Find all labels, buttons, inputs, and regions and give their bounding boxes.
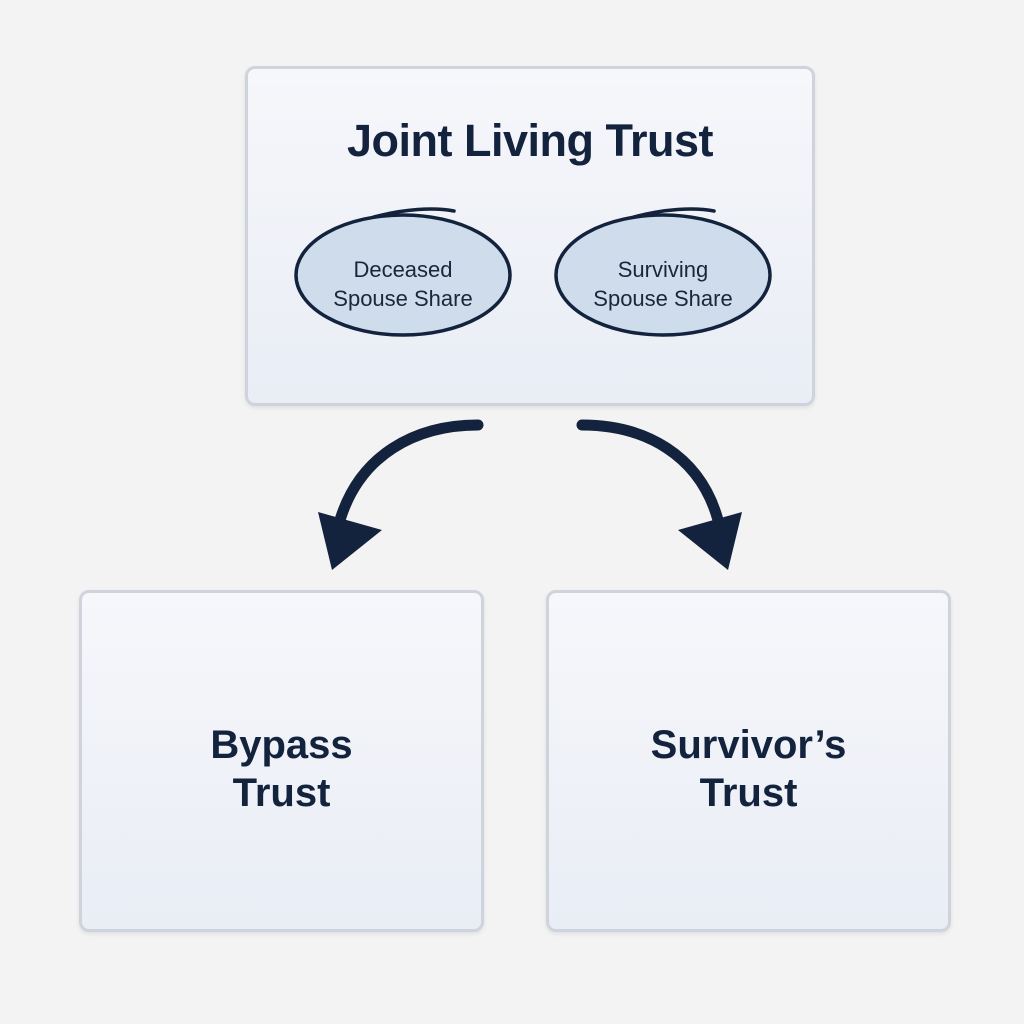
ellipse-outline <box>294 207 512 337</box>
arrow-to-bypass-trust <box>318 419 484 570</box>
deceased-spouse-share-ellipse: Deceased Spouse Share <box>294 207 512 339</box>
joint-living-trust-title: Joint Living Trust <box>346 115 714 166</box>
surviving-spouse-share-label: Surviving Spouse Share <box>554 255 772 313</box>
bypass-trust-title: Bypass Trust <box>82 721 481 817</box>
ellipse-label-line2: Spouse Share <box>593 286 733 311</box>
survivors-trust-title: Survivor’s Trust <box>549 721 948 817</box>
ellipse-label-line1: Surviving <box>617 257 709 282</box>
deceased-spouse-share-label: Deceased Spouse Share <box>294 255 512 313</box>
ellipse-label-line1: Deceased <box>353 257 453 282</box>
joint-living-trust-box: Joint Living Trust Deceased Spouse Share… <box>245 66 815 406</box>
arrow-to-survivors-trust <box>576 419 742 570</box>
bypass-trust-box: Bypass Trust <box>79 590 484 932</box>
survivors-trust-line1: Survivor’s <box>650 723 847 767</box>
bypass-trust-line2: Trust <box>232 771 331 815</box>
survivors-trust-box: Survivor’s Trust <box>546 590 951 932</box>
surviving-spouse-share-ellipse: Surviving Spouse Share <box>554 207 772 339</box>
survivors-trust-line2: Trust <box>699 771 798 815</box>
ellipse-outline <box>554 207 772 337</box>
ellipse-label-line2: Spouse Share <box>333 286 473 311</box>
bypass-trust-line1: Bypass <box>210 723 353 767</box>
